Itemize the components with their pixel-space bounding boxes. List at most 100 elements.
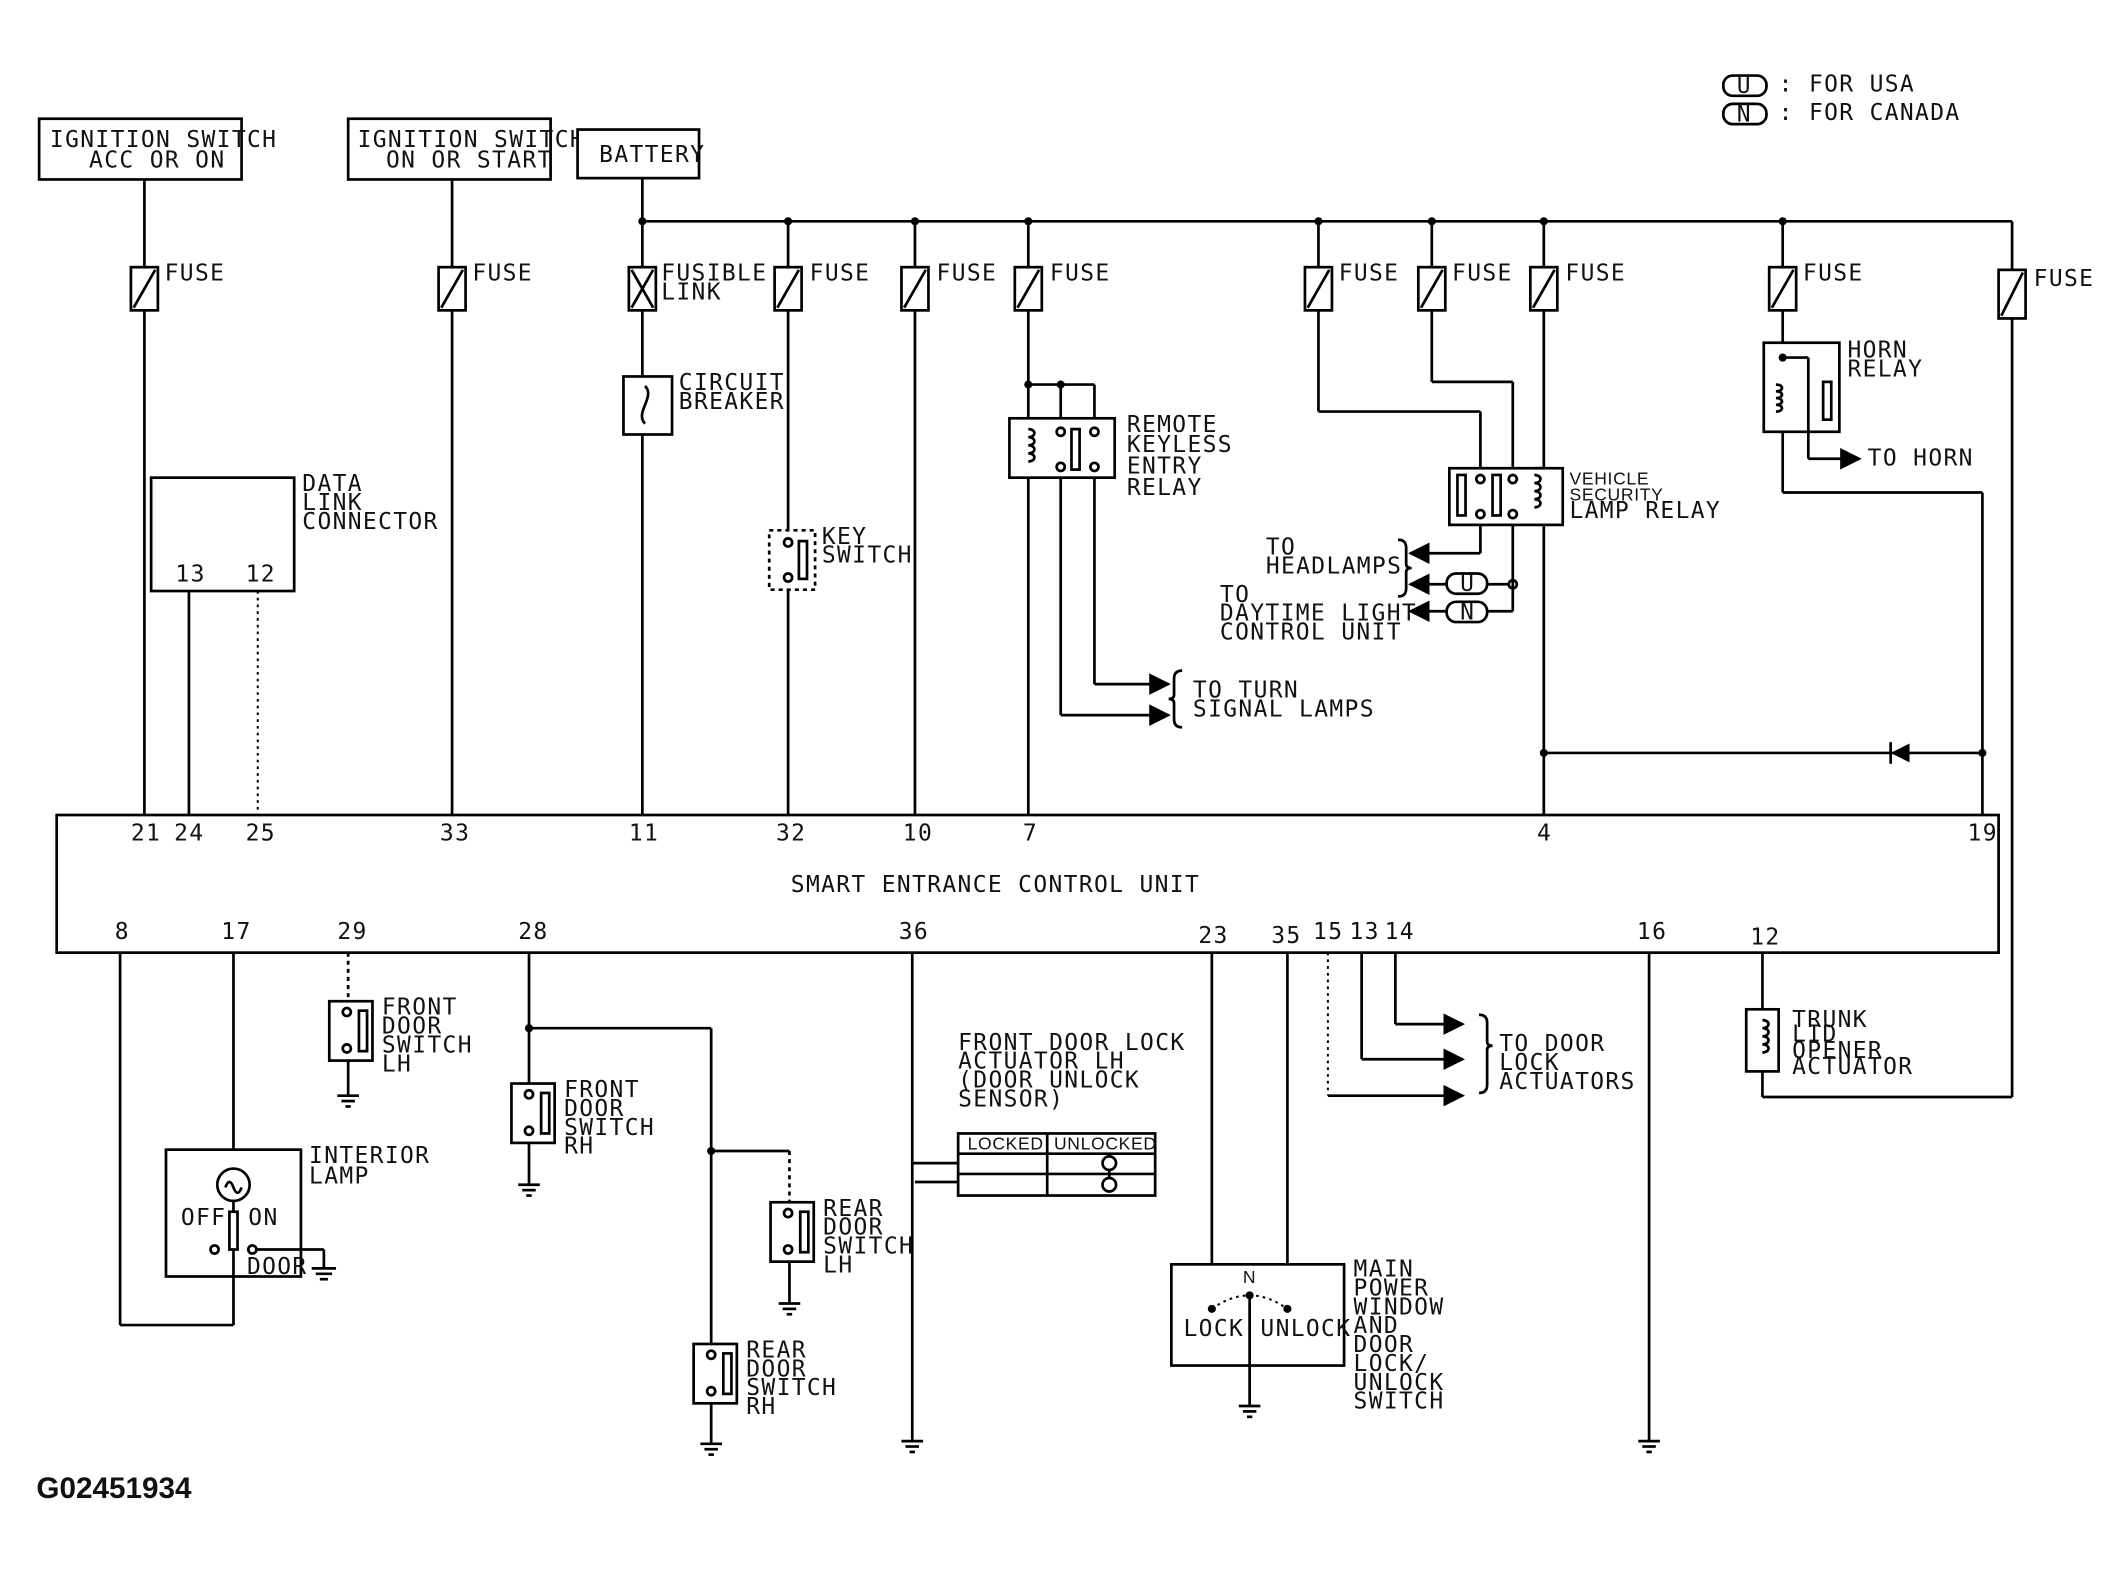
rke-label-2: KEYLESS: [1127, 432, 1233, 458]
to-drl-label-2: DAYTIME LIGHT: [1220, 601, 1417, 627]
pin-28: 28: [518, 919, 548, 945]
pin-35: 35: [1271, 923, 1301, 949]
pin-11: 11: [629, 821, 659, 847]
fuse-horn-label: FUSE: [1803, 261, 1864, 287]
horn-relay-label-2: RELAY: [1847, 356, 1923, 382]
secu-label: SMART ENTRANCE CONTROL UNIT: [791, 872, 1200, 898]
actuator-label-4: SENSOR): [958, 1086, 1064, 1112]
fuse-ign-start-label: FUSE: [472, 261, 533, 287]
pin-21: 21: [131, 821, 161, 847]
pin-16: 16: [1637, 919, 1667, 945]
fuse-pin-4: FUSE: [1528, 221, 1625, 816]
to-drl-label-3: CONTROL UNIT: [1220, 620, 1402, 646]
to-headlamps-label-1: TO: [1266, 535, 1296, 561]
ignition-start-label-1: IGNITION SWITCH: [358, 127, 585, 153]
mpw-label-3: WINDOW: [1354, 1294, 1445, 1320]
trunk-label-2: LID: [1792, 1022, 1837, 1048]
rear-door-switch-lh: REAR DOOR SWITCH LH: [769, 1196, 913, 1316]
legend-usa-text: : FOR USA: [1779, 72, 1915, 98]
figure-code: G02451934: [36, 1472, 192, 1505]
fdsw-rh-label-3: SWITCH: [564, 1115, 655, 1141]
remote-keyless-entry-relay: REMOTE KEYLESS ENTRY RELAY TO TURN SIGNA…: [1008, 380, 1374, 816]
fdsw-lh-label-4: LH: [382, 1051, 412, 1077]
trunk-lid-opener-actuator: TRUNK LID OPENER ACTUATOR: [1744, 952, 2013, 1099]
fuse-pin-10-label: FUSE: [937, 261, 998, 287]
fuse-vsl-2: FUSE: [1416, 221, 1515, 469]
actuator-label-3: (DOOR UNLOCK: [958, 1068, 1140, 1094]
legend-canada-symbol: N: [1737, 101, 1752, 127]
pin-7: 7: [1023, 821, 1038, 847]
dlc-label-2: LINK: [302, 490, 363, 516]
fuse-rke: FUSE: [1013, 221, 1111, 419]
actuator-label-1: FRONT DOOR LOCK: [958, 1030, 1185, 1056]
vsl-label-3: LAMP RELAY: [1569, 498, 1721, 524]
pin-23: 23: [1198, 923, 1228, 949]
canada-tag: N: [1460, 599, 1475, 625]
ignition-acc-label-2: ACC OR ON: [89, 147, 225, 173]
mpw-label-6: LOCK/: [1354, 1351, 1430, 1377]
fuse-vsl-2-label: FUSE: [1452, 261, 1513, 287]
dlc-label-3: CONNECTOR: [302, 509, 438, 535]
circuit-breaker-label-1: CIRCUIT: [679, 370, 785, 396]
trunk-label-4: ACTUATOR: [1792, 1054, 1913, 1080]
pin-28-door-switches: [524, 952, 791, 1344]
lamp-door-label: DOOR: [247, 1254, 308, 1280]
fusible-link-label-2: LINK: [661, 280, 722, 306]
dlc-label-1: DATA: [302, 471, 363, 497]
legend-canada-text: : FOR CANADA: [1779, 100, 1961, 126]
pin-14: 14: [1385, 919, 1415, 945]
pin-13: 13: [1349, 919, 1379, 945]
rke-label-3: ENTRY: [1127, 454, 1203, 480]
mpw-label-8: SWITCH: [1354, 1389, 1445, 1415]
ignition-acc-source: IGNITION SWITCH ACC OR ON: [37, 117, 276, 181]
rear-door-switch-rh: REAR DOOR SWITCH RH: [692, 1337, 836, 1456]
fuse-vsl-1-label: FUSE: [1339, 261, 1400, 287]
diode: [1539, 742, 1987, 764]
unlocked-label: UNLOCKED: [1054, 1134, 1157, 1154]
fdsw-rh-label-1: FRONT: [564, 1077, 640, 1103]
mpw-label-1: MAIN: [1354, 1256, 1415, 1282]
legend-usa-symbol: U: [1737, 73, 1752, 99]
actuator-label-2: ACTUATOR LH: [958, 1049, 1125, 1075]
key-switch-label-1: KEY: [822, 524, 867, 550]
mpw-label-7: UNLOCK: [1354, 1370, 1445, 1396]
fuse-trunk: FUSE: [1997, 266, 2095, 1098]
front-door-switch-rh: FRONT DOOR SWITCH RH: [510, 1077, 655, 1197]
to-door-label-3: ACTUATORS: [1499, 1069, 1635, 1095]
trunk-label-1: TRUNK: [1792, 1007, 1868, 1033]
to-turn-label-1: TO TURN: [1193, 678, 1299, 704]
pin-25: 25: [246, 821, 276, 847]
pin-33: 33: [440, 821, 470, 847]
interior-lamp-label-2: LAMP: [309, 1163, 370, 1189]
fdsw-rh-label-4: RH: [564, 1134, 594, 1160]
fuse-rke-label: FUSE: [1050, 261, 1111, 287]
fuse-vsl-1: FUSE: [1303, 221, 1482, 469]
mpw-label-2: POWER: [1354, 1275, 1430, 1301]
mpw-n-label: N: [1243, 1267, 1256, 1287]
mpw-label-5: DOOR: [1354, 1332, 1415, 1358]
power-bus: [638, 178, 2014, 270]
pin-16-ground: [1638, 952, 1660, 1454]
pin-32: 32: [776, 821, 806, 847]
pin-15: 15: [1313, 919, 1343, 945]
dlc-pin-13: 13: [175, 562, 205, 588]
dlc-pin-12: 12: [246, 562, 276, 588]
pin-24: 24: [174, 821, 204, 847]
circuit-breaker-label-2: BREAKER: [679, 389, 785, 415]
fuse-key-switch: FUSE: [773, 221, 869, 531]
key-switch: KEY SWITCH: [767, 524, 911, 816]
trunk-label-3: OPENER: [1792, 1038, 1883, 1064]
to-horn-label: TO HORN: [1868, 446, 1974, 472]
battery-source: BATTERY: [576, 128, 705, 180]
battery-label: BATTERY: [599, 142, 705, 168]
fuse-ign-acc: FUSE: [129, 179, 224, 816]
fuse-trunk-label: FUSE: [2034, 266, 2095, 292]
fdsw-rh-label-2: DOOR: [564, 1096, 625, 1122]
vehicle-security-lamp-relay: VEHICLE SECURITY LAMP RELAY U N TO HEADL…: [1220, 466, 1721, 646]
rdsw-lh-label-1: REAR: [823, 1196, 884, 1222]
fdsw-lh-label-3: SWITCH: [382, 1032, 473, 1058]
circuit-breaker: CIRCUIT BREAKER: [622, 370, 785, 816]
front-door-switch-lh: FRONT DOOR SWITCH LH: [327, 952, 473, 1108]
mpw-unlock-label: UNLOCK: [1260, 1316, 1351, 1342]
